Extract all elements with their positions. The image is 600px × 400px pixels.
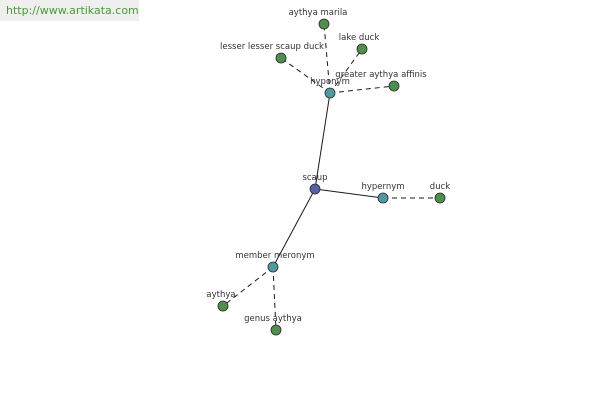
node-aythya[interactable] [217,300,229,312]
node-lesser-lesser-scaup-duck[interactable] [275,52,287,64]
node-label-aythya: aythya [206,290,235,300]
node-label-scaup: scaup [302,173,327,183]
node-scaup[interactable] [309,183,321,195]
node-lake-duck[interactable] [356,43,368,55]
node-greater-aythya-affinis[interactable] [388,80,400,92]
watermark-url: http://www.artikata.com [0,0,139,21]
node-label-member-meronym: member meronym [235,251,314,261]
node-label-hypernym: hypernym [361,182,404,192]
edge-scaup-to-hypernym [314,188,384,199]
edge-hyponym-to-lesser-lesser-scaup-duck [280,57,331,94]
edge-scaup-to-hyponym [314,92,331,190]
node-member-meronym[interactable] [267,261,279,273]
node-label-lake-duck: lake duck [339,33,380,43]
node-hyponym[interactable] [324,87,336,99]
edge-hyponym-to-lake-duck [329,48,363,94]
node-label-genus-aythya: genus aythya [244,314,302,324]
node-hypernym[interactable] [377,192,389,204]
edge-scaup-to-member-meronym [272,188,316,268]
node-label-greater-aythya-affinis: greater aythya affinis [335,70,427,80]
edge-hyponym-to-aythya-marila [323,23,331,94]
node-aythya-marila[interactable] [318,18,330,30]
node-duck[interactable] [434,192,446,204]
node-label-aythya-marila: aythya marila [289,8,348,18]
edge-member-meronym-to-genus-aythya [272,266,277,331]
node-label-hyponym: hyponym [310,77,350,87]
node-label-lesser-lesser-scaup-duck: lesser lesser scaup duck [220,42,324,52]
edges-layer [222,23,440,331]
node-label-duck: duck [430,182,450,192]
edge-hyponym-to-greater-aythya-affinis [329,85,395,94]
node-genus-aythya[interactable] [270,324,282,336]
nodes-layer [217,18,446,336]
edge-member-meronym-to-aythya [222,266,274,307]
labels-layer: scaup hyponym hypernym member meronym aythya… [206,8,450,324]
